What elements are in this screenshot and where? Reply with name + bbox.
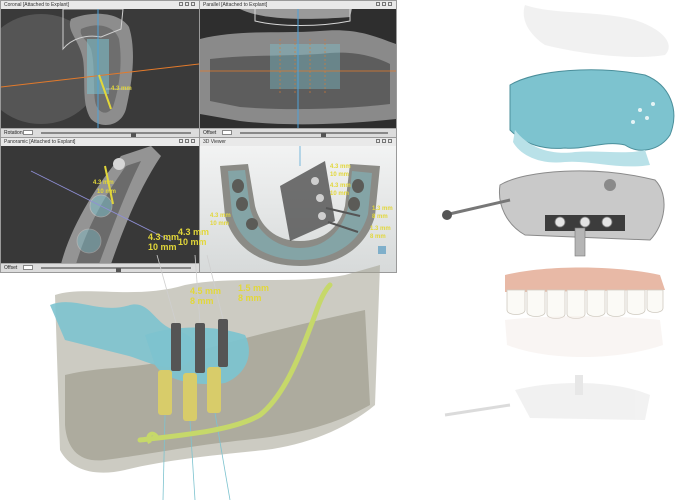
3d-label-mid-b: 10 mm xyxy=(330,191,350,197)
parallel-slider[interactable] xyxy=(240,132,388,137)
maximize-icon[interactable] xyxy=(382,2,386,6)
close-icon[interactable] xyxy=(191,2,195,6)
maximize-icon[interactable] xyxy=(185,2,189,6)
coronal-view-window[interactable]: Coronal [Attached to Explant] 4.3 mm Rot… xyxy=(0,0,200,138)
window-controls[interactable] xyxy=(376,2,394,8)
parallel-title: Parallel [Attached to Explant] xyxy=(203,2,268,8)
parallel-footbar: Offset xyxy=(200,128,396,137)
panoramic-ct-image[interactable] xyxy=(1,146,199,264)
large-3d-jaw-render[interactable] xyxy=(45,255,390,500)
coronal-footer-label: Rotation xyxy=(4,130,23,136)
3d-viewer-title: 3D Viewer xyxy=(203,139,226,145)
panoramic-value-box[interactable] xyxy=(23,265,33,270)
close-icon[interactable] xyxy=(191,139,195,143)
maximize-icon[interactable] xyxy=(185,139,189,143)
large-label-a1: 4.3 mm xyxy=(148,232,180,242)
panoramic-slider[interactable] xyxy=(41,267,191,272)
3d-label-right-a: 1.3 mm xyxy=(372,206,393,212)
3d-label-right-b: 8 mm xyxy=(372,214,388,220)
minimize-icon[interactable] xyxy=(179,139,183,143)
large-label-a2: 4.3 mm xyxy=(178,227,210,237)
large-label-d2: 8 mm xyxy=(238,293,262,303)
slider-knob[interactable] xyxy=(131,133,136,137)
3d-label-right2-b: 8 mm xyxy=(370,234,386,240)
large-label-c2: 8 mm xyxy=(190,296,214,306)
panoramic-measurement-a: 4.3 mm xyxy=(93,180,114,186)
parallel-ct-image[interactable] xyxy=(200,9,396,129)
minimize-icon[interactable] xyxy=(376,2,380,6)
large-label-d1: 1.5 mm xyxy=(238,283,270,293)
coronal-measurement: 4.3 mm xyxy=(111,86,132,92)
3d-label-top-a: 4.3 mm xyxy=(330,164,351,170)
panoramic-measurement-b: 10 mm xyxy=(97,189,117,195)
minimize-icon[interactable] xyxy=(179,2,183,6)
large-label-c1: 4.5 mm xyxy=(190,286,222,296)
3d-label-right2-a: 1.3 mm xyxy=(370,226,391,232)
parallel-footer-label: Offset xyxy=(203,130,217,136)
large-label-b1: 10 mm xyxy=(148,242,177,252)
coronal-ct-image[interactable] xyxy=(1,9,199,129)
window-controls[interactable] xyxy=(179,2,197,8)
parallel-view-window[interactable]: Parallel [Attached to Explant] Offset xyxy=(199,0,397,138)
minimize-icon[interactable] xyxy=(376,139,380,143)
slider-knob[interactable] xyxy=(116,268,121,272)
close-icon[interactable] xyxy=(388,2,392,6)
panoramic-footbar: Offset xyxy=(1,263,199,272)
3d-label-left-a: 4.3 mm xyxy=(210,213,231,219)
slider-knob[interactable] xyxy=(321,133,327,137)
panoramic-title: Panoramic [Attached to Explant] xyxy=(4,139,76,145)
window-controls[interactable] xyxy=(179,139,197,145)
close-icon[interactable] xyxy=(388,139,392,143)
panoramic-footer-label: Offset xyxy=(4,265,18,271)
parallel-value-box[interactable] xyxy=(222,130,232,135)
coronal-value-box[interactable] xyxy=(23,130,33,135)
maximize-icon[interactable] xyxy=(382,139,386,143)
3d-viewer-canvas[interactable] xyxy=(200,146,396,272)
3d-viewer-window[interactable]: 3D Viewer 4.3 mm 10 mm 4.3 mm 10 mm 4.3 … xyxy=(199,137,397,273)
coronal-title: Coronal [Attached to Explant] xyxy=(4,2,70,8)
3d-label-left-b: 10 mm xyxy=(210,221,230,227)
exploded-guide-stack xyxy=(442,5,675,420)
panoramic-view-window[interactable]: Panoramic [Attached to Explant] 4.3 mm 1… xyxy=(0,137,200,273)
window-controls[interactable] xyxy=(376,139,394,145)
coronal-footbar: Rotation xyxy=(1,128,199,137)
coronal-slider[interactable] xyxy=(41,132,191,137)
3d-label-top-b: 10 mm xyxy=(330,172,350,178)
large-label-b2: 10 mm xyxy=(178,237,207,247)
3d-label-mid-a: 4.3 mm xyxy=(330,183,351,189)
